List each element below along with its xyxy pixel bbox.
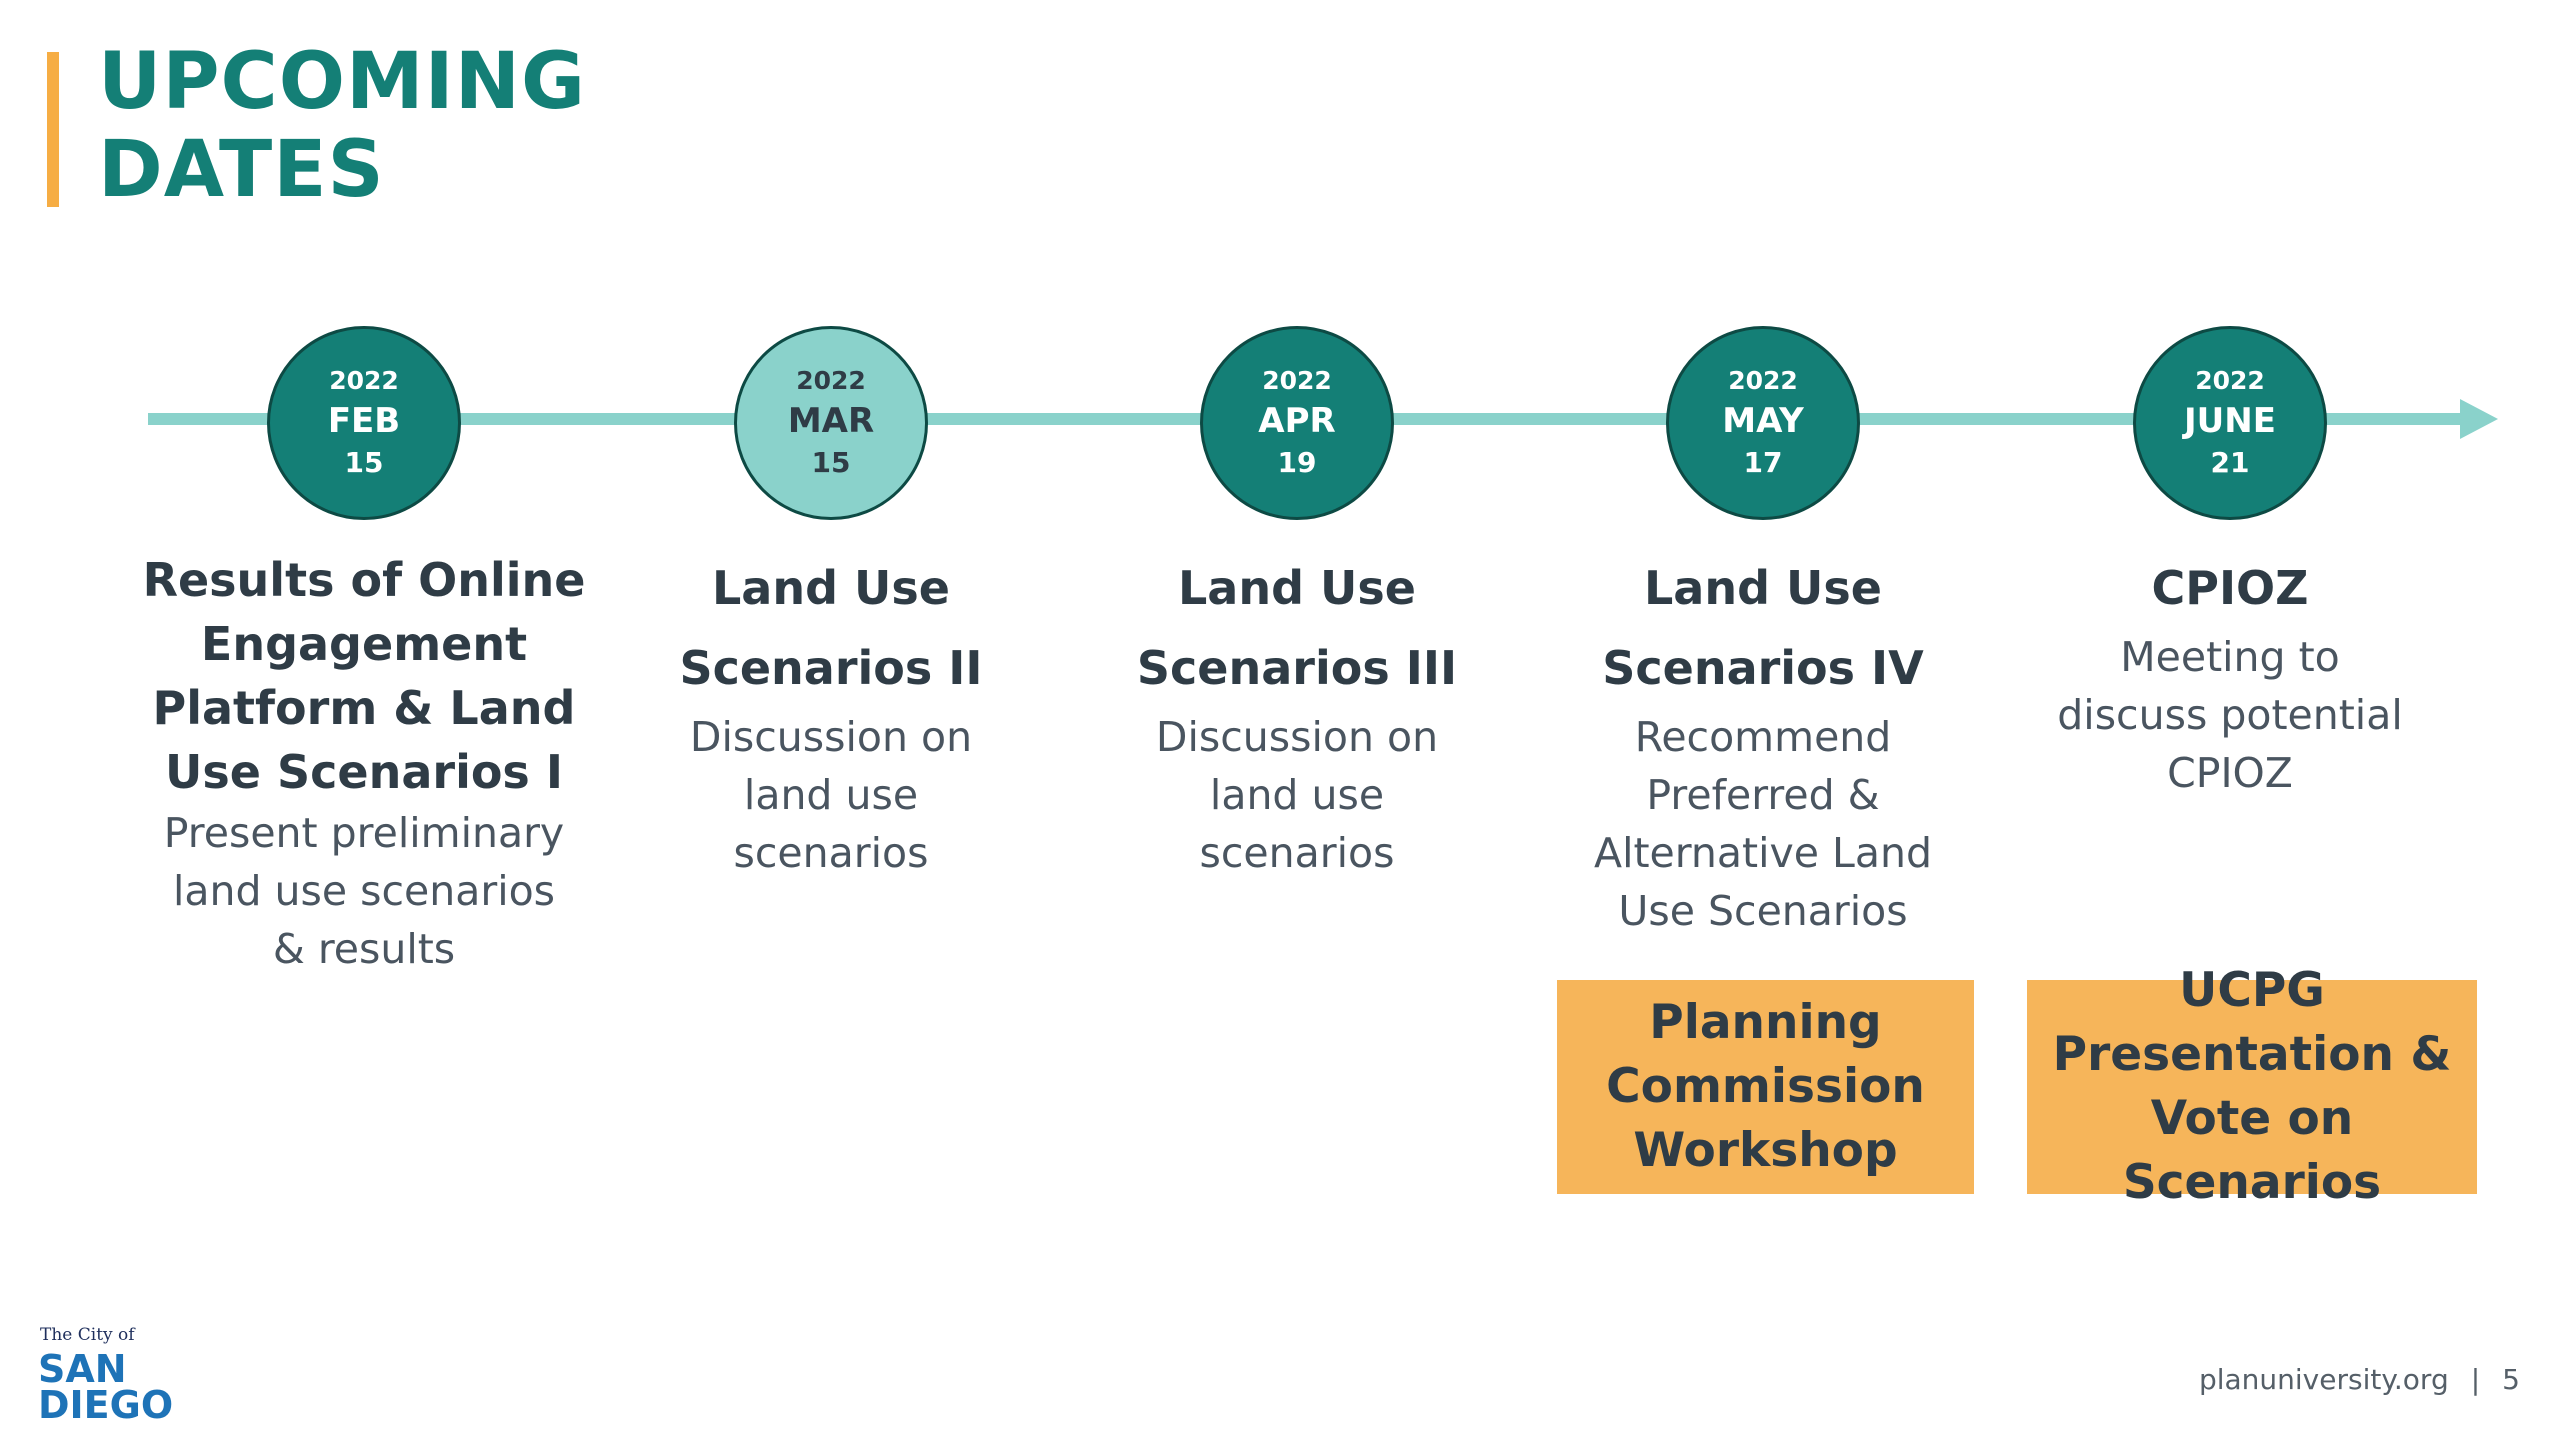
event-may: Land Use Scenarios IV Recommend Preferre… [1533,548,1993,940]
title-line: DATES [98,125,385,215]
desc-line: Alternative Land [1594,829,1932,877]
desc-line: land use [743,771,919,819]
desc-line: Discussion on [1155,713,1439,761]
heading-line: Use Scenarios I [165,745,563,799]
milestone-month: MAY [1722,401,1804,441]
milestone-year: 2022 [796,366,866,395]
footer-site: planuniversity.org [2198,1363,2449,1396]
milestone-day: 19 [1277,446,1317,479]
milestone-feb: 2022 FEB 15 [267,326,461,520]
milestone-month: FEB [327,401,401,441]
callout-ucpg-vote: UCPG Presentation & Vote on Scenarios [2027,963,2477,1210]
desc-line: Meeting to [2120,633,2340,681]
footer: planuniversity.org | 5 [2199,1363,2520,1396]
desc-line: scenarios [733,829,929,877]
city-of-san-diego-logo: The City of SAN DIEGO [38,1325,210,1435]
heading-line: Land Use [712,561,950,615]
callout-line: UCPG [2179,963,2325,1018]
event-description: Discussion on land use scenarios [601,708,1061,882]
milestone-day: 15 [344,446,384,479]
title-line: UPCOMING [98,37,586,127]
heading-line: Scenarios III [1136,641,1458,695]
heading-line: Land Use [1644,561,1882,615]
milestone-day: 21 [2210,446,2250,479]
desc-line: land use scenarios [172,867,556,915]
timeline-arrowhead-icon [2460,399,2498,439]
event-feb: Results of Online Engagement Platform & … [134,548,594,978]
page-title: UPCOMING DATES [98,38,586,214]
event-heading: Land Use Scenarios II [601,548,1061,708]
event-mar: Land Use Scenarios II Discussion on land… [601,548,1061,882]
page-number: 5 [2502,1363,2520,1396]
milestone-year: 2022 [1728,366,1798,395]
callout-line: Planning [1649,995,1882,1050]
event-description: Recommend Preferred & Alternative Land U… [1533,708,1993,940]
milestone-may: 2022 MAY 17 [1666,326,1860,520]
desc-line: land use [1209,771,1385,819]
milestone-year: 2022 [2195,366,2265,395]
milestone-year: 2022 [1262,366,1332,395]
callout-planning-commission: Planning Commission Workshop [1557,980,1974,1194]
milestone-june: 2022 JUNE 21 [2133,326,2327,520]
milestone-month: APR [1258,401,1336,441]
event-heading: Land Use Scenarios III [1067,548,1527,708]
heading-line: Scenarios II [679,641,983,695]
event-heading: CPIOZ [2000,548,2460,628]
event-heading: Land Use Scenarios IV [1533,548,1993,708]
logo-text: DIEGO [38,1383,174,1427]
callout-line: Workshop [1633,1123,1898,1178]
heading-line: Results of Online [142,553,586,607]
event-description: Meeting to discuss potential CPIOZ [2000,628,2460,802]
event-heading: Results of Online Engagement Platform & … [134,548,594,804]
desc-line: Preferred & [1646,771,1880,819]
callout-line: Commission [1606,1059,1925,1114]
milestone-day: 15 [811,446,851,479]
desc-line: & results [272,925,456,973]
milestone-month: MAR [787,401,875,441]
milestone-apr: 2022 APR 19 [1200,326,1394,520]
desc-line: Present preliminary [163,809,565,857]
milestone-mar: 2022 MAR 15 [734,326,928,520]
event-apr: Land Use Scenarios III Discussion on lan… [1067,548,1527,882]
logo-text: SAN [38,1347,127,1391]
heading-line: Platform & Land [152,681,576,735]
callout-line: Presentation & [2052,1027,2452,1082]
desc-line: scenarios [1199,829,1395,877]
event-description: Discussion on land use scenarios [1067,708,1527,882]
footer-separator: | [2470,1363,2481,1396]
desc-line: Recommend [1634,713,1892,761]
desc-line: CPIOZ [2167,749,2293,797]
desc-line: Use Scenarios [1618,887,1908,935]
heading-line: Scenarios IV [1602,641,1924,695]
heading-line: CPIOZ [2151,561,2309,615]
event-june: CPIOZ Meeting to discuss potential CPIOZ [2000,548,2460,802]
heading-line: Land Use [1178,561,1416,615]
sun-wave-icon [170,1385,210,1433]
logo-tagline: The City of [40,1325,135,1345]
heading-line: Engagement [200,617,528,671]
milestone-day: 17 [1743,446,1783,479]
desc-line: Discussion on [689,713,973,761]
title-accent-bar [47,52,59,207]
milestone-year: 2022 [329,366,399,395]
milestone-month: JUNE [2184,401,2276,441]
callout-line: Vote on Scenarios [2122,1091,2382,1210]
desc-line: discuss potential [2057,691,2403,739]
event-description: Present preliminary land use scenarios &… [134,804,594,978]
